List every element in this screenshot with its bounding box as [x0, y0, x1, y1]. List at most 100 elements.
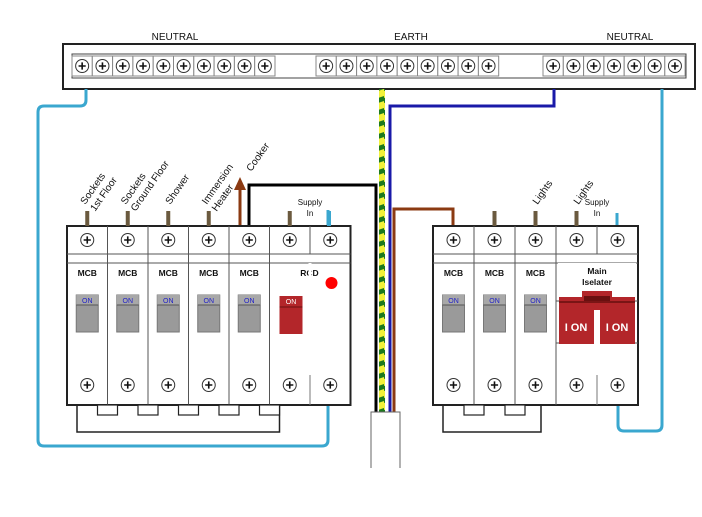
busbar-screw-icon[interactable]	[359, 59, 374, 73]
top-terminal-screw-icon[interactable]	[120, 233, 135, 247]
screw-cross	[449, 381, 458, 389]
switch-on-label: ON	[530, 298, 541, 305]
top-terminal-screw-icon[interactable]	[242, 233, 257, 247]
mcb-toggle-switch[interactable]: ON	[237, 294, 261, 333]
bottom-terminal-screw-icon[interactable]	[282, 378, 297, 392]
bottom-terminal-screw-icon[interactable]	[201, 378, 216, 392]
isolator-label-line: Iselater	[582, 277, 612, 287]
busbar-screw-icon[interactable]	[400, 59, 415, 73]
busbar-screw-icon[interactable]	[217, 59, 232, 73]
busbar-screw-icon[interactable]	[339, 59, 354, 73]
top-terminal-screw-icon[interactable]	[80, 233, 95, 247]
busbar-screw-icon[interactable]	[257, 59, 272, 73]
busbar-screw-icon[interactable]	[667, 59, 682, 73]
mcb-label: MCB	[485, 268, 504, 278]
busbar-screw-icon[interactable]	[647, 59, 662, 73]
top-terminal-screw-icon[interactable]	[323, 233, 338, 247]
wires	[36, 89, 664, 468]
top-terminal-screw-icon[interactable]	[282, 233, 297, 247]
busbar-screw-icon[interactable]	[115, 59, 130, 73]
screw-cross	[484, 62, 493, 70]
screw-cross	[164, 236, 172, 244]
mcb-toggle-switch[interactable]: ON	[156, 294, 180, 333]
mcb-toggle-switch[interactable]: ON	[442, 294, 465, 333]
busbar-screw-icon[interactable]	[461, 59, 476, 73]
neutral-wire-right	[616, 89, 664, 433]
top-terminal-screw-icon[interactable]	[610, 233, 625, 247]
screw-cross	[245, 381, 253, 389]
mcb-toggle-switch[interactable]: ON	[116, 294, 140, 333]
mcb-toggle-switch[interactable]: ON	[524, 294, 547, 333]
busbar-screw-icon[interactable]	[176, 59, 191, 73]
mcb-toggle-switch[interactable]: ON	[483, 294, 506, 333]
busbar-screw-icon[interactable]	[607, 59, 622, 73]
top-terminal-screw-icon[interactable]	[569, 233, 584, 247]
bottom-terminal-screw-icon[interactable]	[80, 378, 95, 392]
screw-cross	[240, 62, 249, 70]
screw-cross	[613, 236, 622, 244]
top-terminal-screw-icon[interactable]	[446, 233, 461, 247]
screw-cross	[444, 62, 452, 70]
bottom-terminal-screw-icon[interactable]	[446, 378, 461, 392]
busbar-screw-icon[interactable]	[95, 59, 110, 73]
busbar: NEUTRAL EARTH NEUTRAL	[62, 32, 696, 90]
mcb-toggle-switch[interactable]: ON	[75, 294, 99, 333]
busbar-screw-icon[interactable]	[481, 59, 496, 73]
screw-cross	[590, 62, 598, 70]
top-terminal-screw-icon[interactable]	[201, 233, 216, 247]
busbar-screw-icon[interactable]	[440, 59, 455, 73]
comb-tooth	[177, 404, 200, 416]
bottom-terminal-screw-icon[interactable]	[120, 378, 135, 392]
mcb-toggle-switch[interactable]: ON	[197, 294, 221, 333]
busbar-screw-icon[interactable]	[380, 59, 395, 73]
busbar-screw-icon[interactable]	[566, 59, 581, 73]
switch-gap	[594, 310, 600, 344]
mcb-label: MCB	[78, 268, 97, 278]
busbar-screw-icon[interactable]	[420, 59, 435, 73]
comb-rail	[442, 405, 542, 433]
bottom-terminal-screw-icon[interactable]	[528, 378, 543, 392]
circuit-label: SocketsGround Floor	[119, 152, 172, 214]
top-terminal-screw-icon[interactable]	[161, 233, 176, 247]
busbar-screw-icon[interactable]	[156, 59, 171, 73]
comb-rail	[76, 405, 281, 433]
screw-cross	[651, 62, 659, 70]
screw-cross	[363, 62, 371, 70]
top-terminal-screw-icon[interactable]	[487, 233, 502, 247]
rcd-toggle-switch[interactable]: ON	[279, 296, 303, 334]
screw-cross	[286, 381, 294, 389]
bottom-terminal-screw-icon[interactable]	[242, 378, 257, 392]
circuit-wire-stub	[166, 211, 171, 226]
bottom-terminal-screw-icon[interactable]	[569, 378, 584, 392]
screw-cross	[342, 62, 351, 70]
busbar-screw-icon[interactable]	[196, 59, 211, 73]
circuit-label-line: Lights	[531, 179, 555, 207]
busbar-screw-icon[interactable]	[75, 59, 90, 73]
bottom-terminal-screw-icon[interactable]	[323, 378, 338, 392]
busbar-screw-icon[interactable]	[136, 59, 151, 73]
top-terminal-screw-icon[interactable]	[528, 233, 543, 247]
isolator-label-line: Main	[587, 266, 606, 276]
rcd-test-indicator-icon[interactable]	[325, 277, 338, 289]
busbar-screw-icon[interactable]	[319, 59, 334, 73]
busbar-screw-icon[interactable]	[237, 59, 252, 73]
busbar-comb	[76, 404, 281, 433]
screw-cross	[531, 381, 540, 389]
busbar-screw-icon[interactable]	[627, 59, 642, 73]
screw-cross	[286, 236, 294, 244]
bottom-terminal-screw-icon[interactable]	[610, 378, 625, 392]
brown-wire	[392, 207, 455, 412]
screw-cross	[205, 236, 213, 244]
busbar-screw-icon[interactable]	[586, 59, 601, 73]
bottom-terminal-screw-icon[interactable]	[161, 378, 176, 392]
screw-cross	[164, 381, 172, 389]
busbar-screw-icon[interactable]	[546, 59, 561, 73]
switch-cap	[442, 295, 465, 305]
bottom-terminal-screw-icon[interactable]	[487, 378, 502, 392]
switch-on-label: ON	[286, 299, 297, 306]
